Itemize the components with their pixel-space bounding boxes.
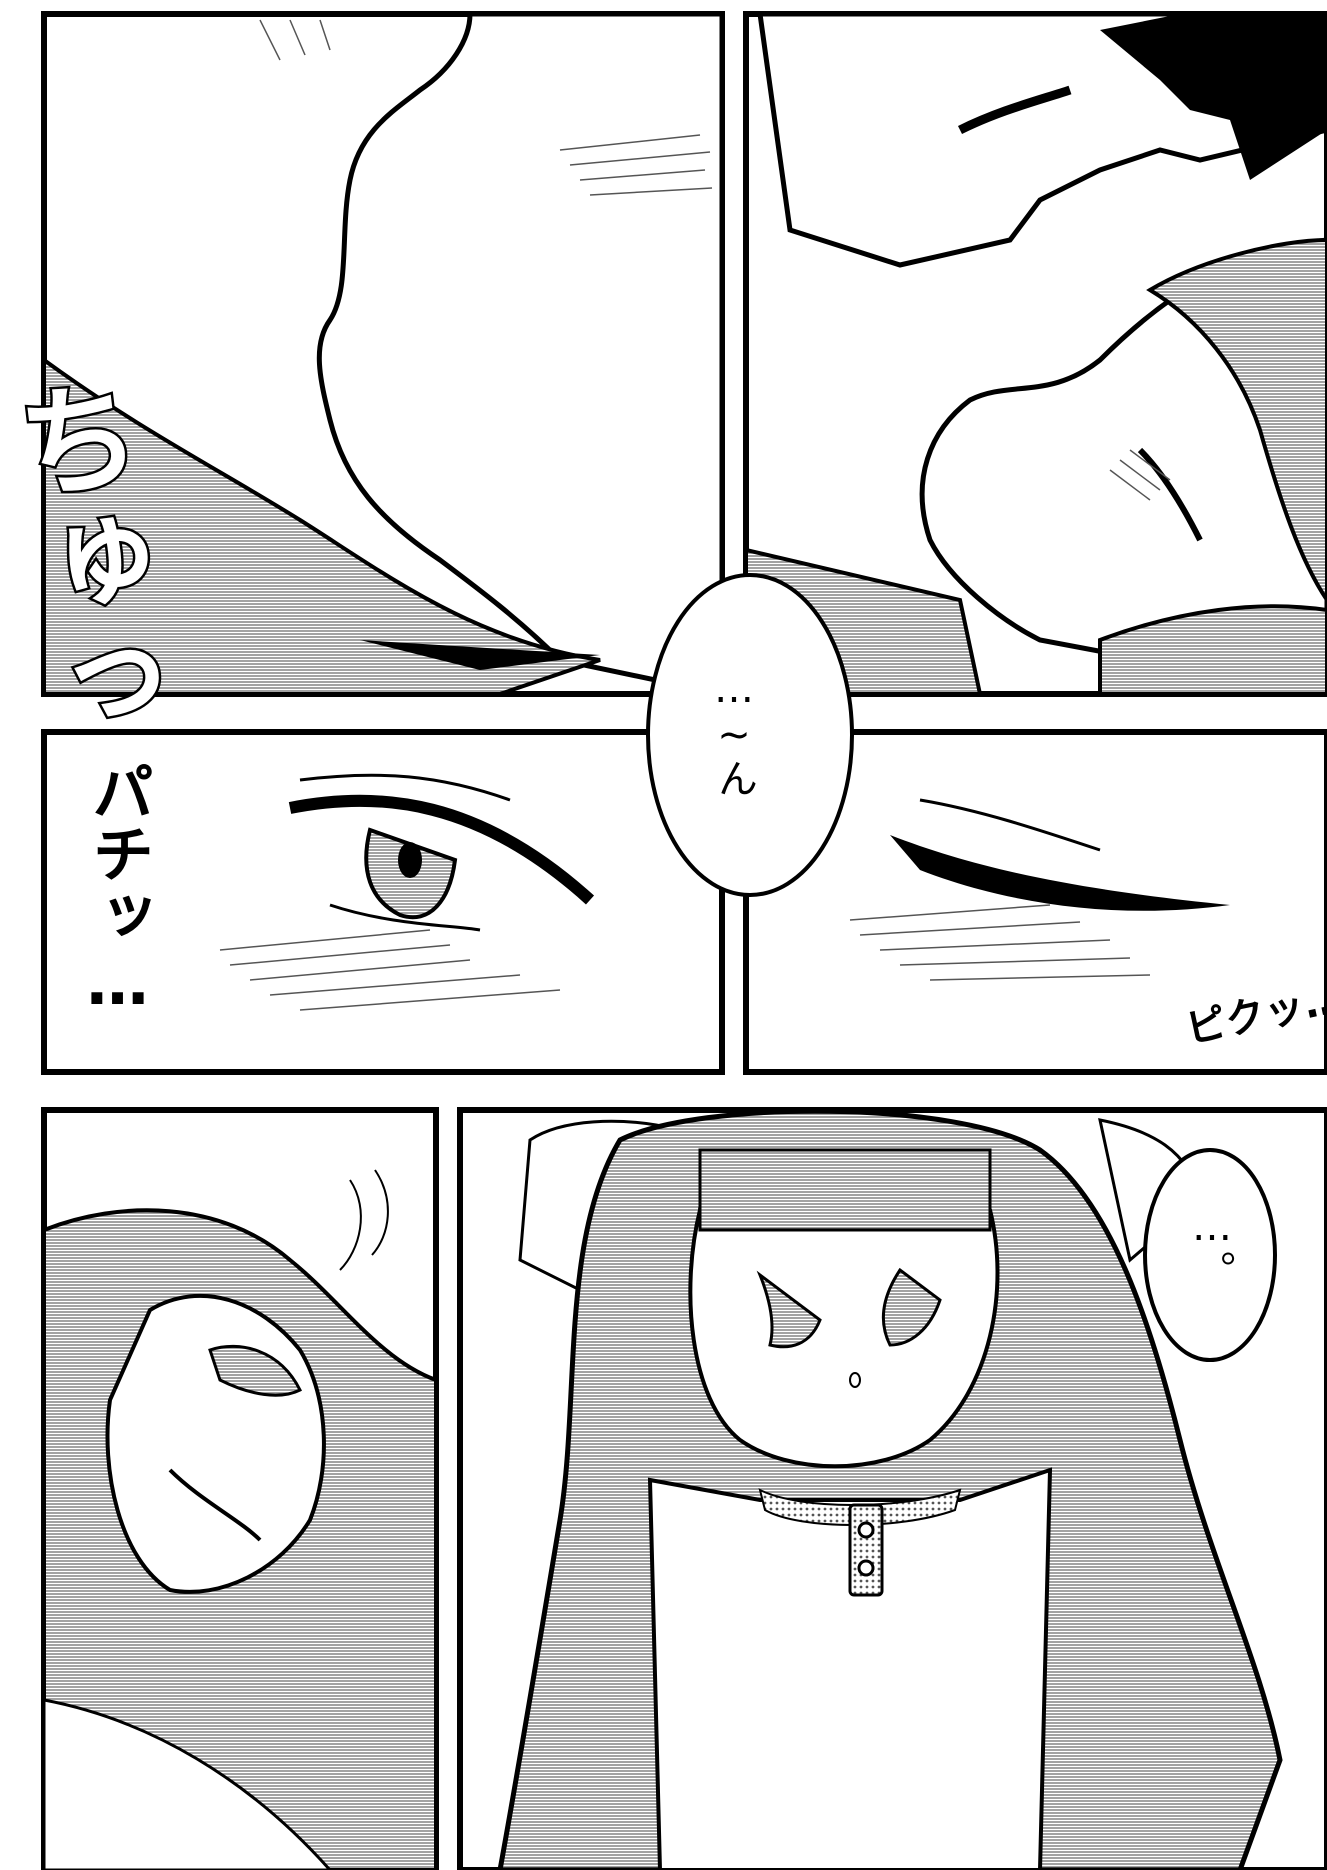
speech-bubble-center bbox=[646, 573, 854, 897]
panel-eye-open bbox=[41, 729, 725, 1075]
speech-bubble-right bbox=[1143, 1148, 1277, 1362]
speech-bubble-right-text: …。 bbox=[1189, 1204, 1235, 1290]
sfx-chu-text: ちゅっ bbox=[0, 369, 173, 753]
panel-girl-side bbox=[41, 1107, 439, 1870]
panel-kiss-faces bbox=[743, 11, 1327, 697]
sfx-pachi-text: パチッ… bbox=[81, 760, 154, 1019]
panel-kiss-closeup bbox=[41, 11, 725, 697]
speech-bubble-center-text: …~ん bbox=[711, 666, 757, 798]
